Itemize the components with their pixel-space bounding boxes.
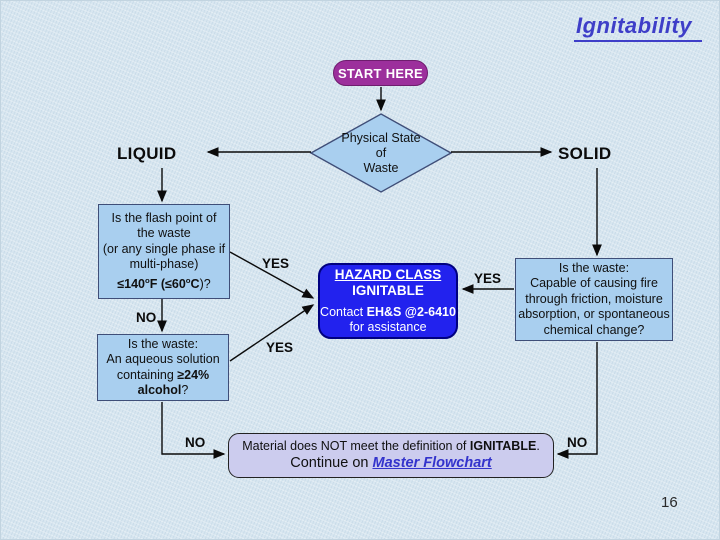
master-flowchart-link[interactable]: Master Flowchart xyxy=(372,455,492,471)
decision-diamond-shape xyxy=(309,113,453,193)
branch-label-solid: SOLID xyxy=(558,144,612,163)
edge-label-no-solid: NO xyxy=(567,435,588,450)
edge-label-no-flash: NO xyxy=(136,310,157,325)
page-number: 16 xyxy=(661,494,678,511)
edge-label-yes-flash: YES xyxy=(262,256,290,271)
start-here-node: START HERE xyxy=(333,60,428,86)
branch-label-liquid: LIQUID xyxy=(117,144,177,163)
slide-title: Ignitability xyxy=(574,13,702,42)
edge-label-yes-solid: YES xyxy=(474,271,502,286)
not-ignitable-result-box: Material does NOT meet the definition of… xyxy=(228,433,554,478)
edge-label-no-alcohol: NO xyxy=(185,435,206,450)
edge-label-yes-alcohol: YES xyxy=(266,340,294,355)
